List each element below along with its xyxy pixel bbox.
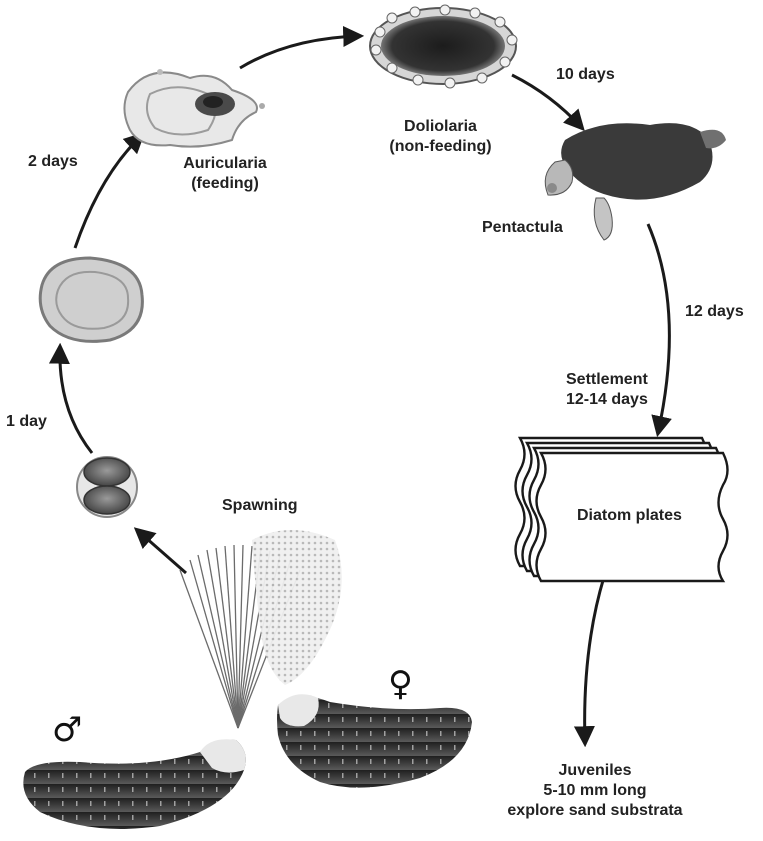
auricularia-larva bbox=[124, 69, 265, 147]
doliolaria-note: (non-feeding) bbox=[368, 137, 513, 157]
male-adult bbox=[23, 739, 245, 829]
duration-1-day: 1 day bbox=[6, 412, 47, 432]
juveniles-behaviour: explore sand substrata bbox=[480, 801, 710, 821]
pentactula-larva bbox=[545, 123, 726, 240]
duration-12-days: 12 days bbox=[685, 302, 744, 322]
female-symbol: ♀ bbox=[388, 666, 413, 702]
auricularia-note: (feeding) bbox=[165, 174, 285, 194]
arrow-auricularia-to-doliolaria bbox=[240, 36, 360, 68]
settlement-name: Settlement bbox=[566, 370, 676, 390]
settlement-duration: 12-14 days bbox=[566, 390, 676, 410]
arrow-egg-to-blastula bbox=[60, 347, 92, 453]
duration-2-days: 2 days bbox=[28, 152, 78, 172]
juveniles-size: 5-10 mm long bbox=[480, 781, 710, 801]
spawning-egg-cloud bbox=[252, 530, 342, 685]
doliolaria-larva bbox=[370, 5, 517, 88]
diatom-plates-label: Diatom plates bbox=[577, 506, 682, 526]
egg-2cell bbox=[77, 457, 137, 517]
spawning-label: Spawning bbox=[222, 496, 298, 516]
auricularia-name: Auricularia bbox=[165, 154, 285, 174]
pentactula-label: Pentactula bbox=[482, 218, 563, 238]
juveniles-name: Juveniles bbox=[480, 761, 710, 781]
settlement-label: Settlement 12-14 days bbox=[566, 370, 676, 410]
duration-10-days: 10 days bbox=[556, 65, 615, 85]
auricularia-label: Auricularia (feeding) bbox=[165, 154, 285, 194]
doliolaria-label: Doliolaria (non-feeding) bbox=[368, 117, 513, 157]
arrow-blastula-to-auricularia bbox=[75, 135, 142, 248]
arrow-spawn-to-egg bbox=[137, 530, 186, 573]
juveniles-label: Juveniles 5-10 mm long explore sand subs… bbox=[480, 761, 710, 821]
blastula-stage bbox=[40, 258, 142, 341]
male-symbol: ♂ bbox=[52, 712, 82, 748]
arrow-plates-to-juveniles bbox=[585, 577, 604, 743]
doliolaria-name: Doliolaria bbox=[368, 117, 513, 137]
female-adult bbox=[277, 694, 472, 787]
